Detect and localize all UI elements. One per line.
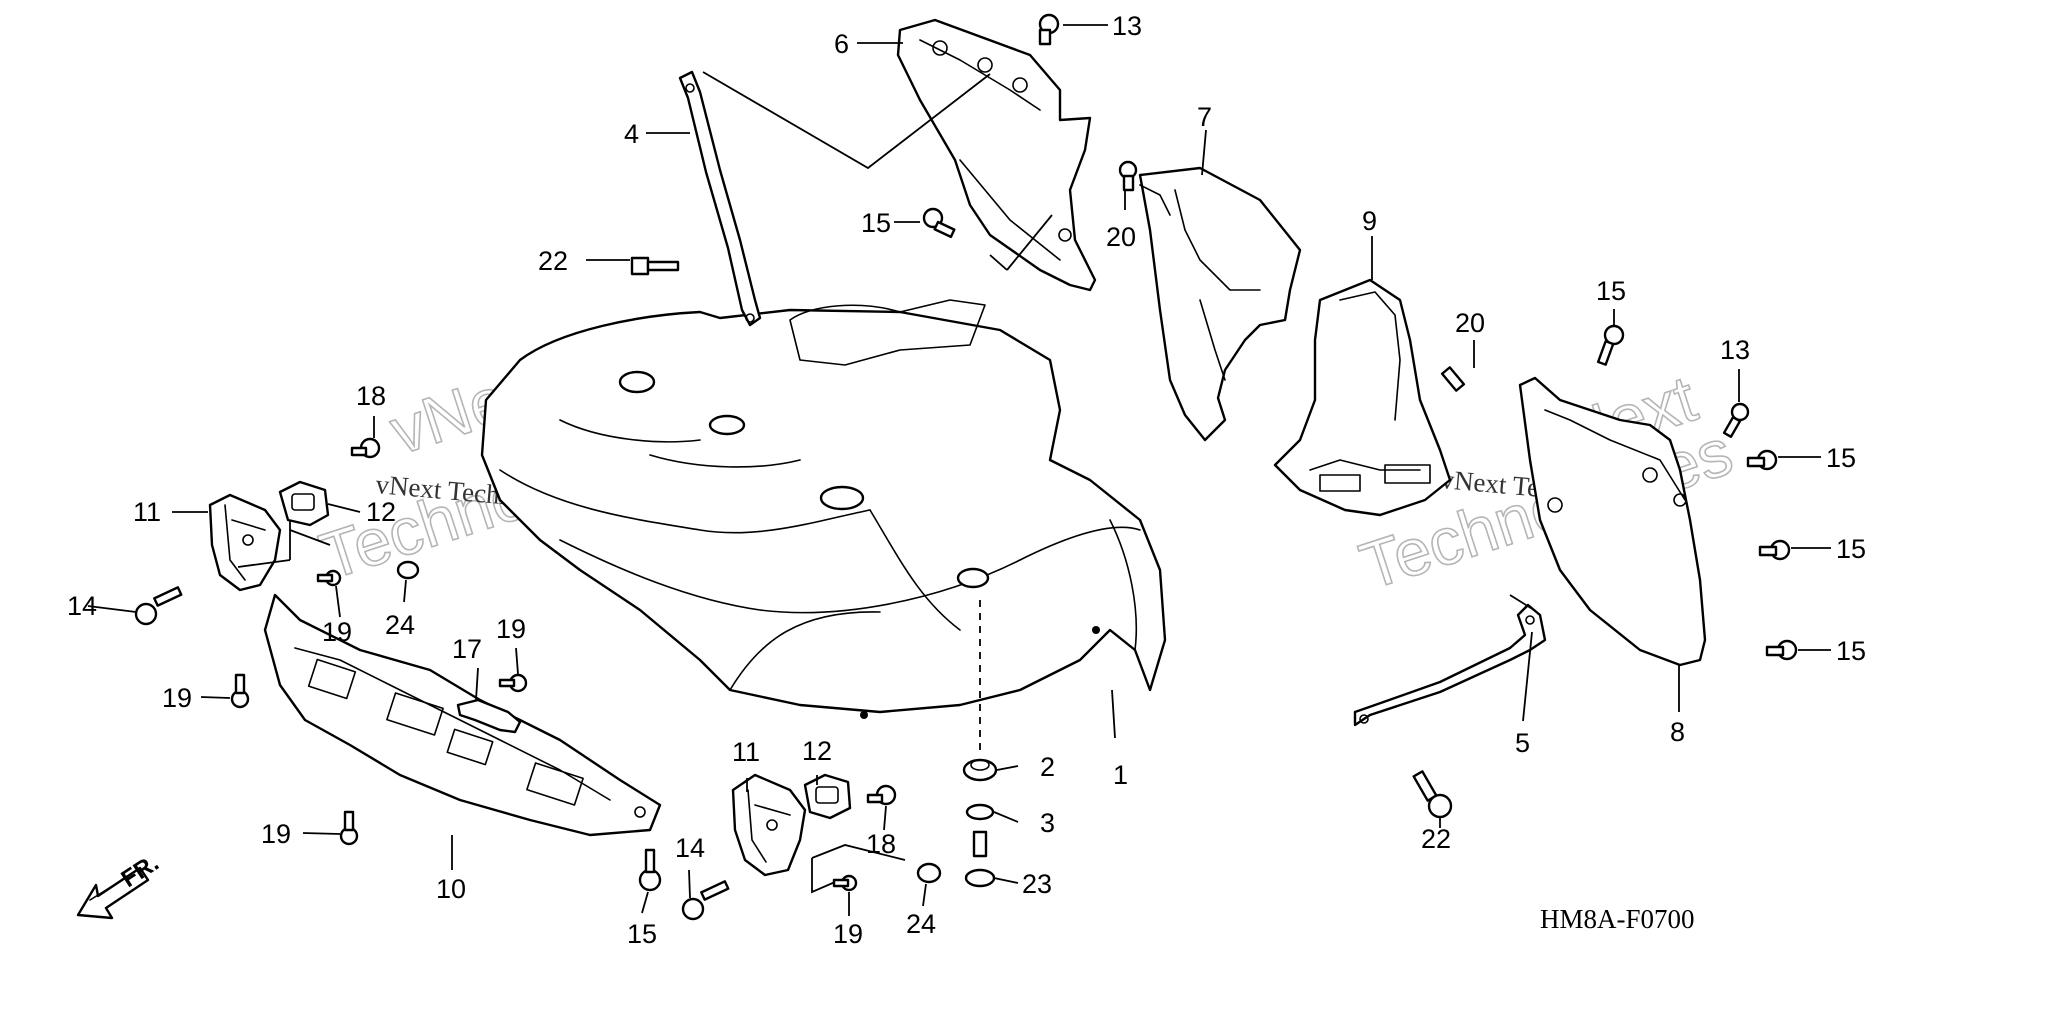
part-9-inner-shroud xyxy=(1273,278,1452,517)
callout-19-left-b: 19 xyxy=(162,683,192,713)
callout-10: 10 xyxy=(436,874,466,904)
callout-15-right-b: 15 xyxy=(1826,443,1856,473)
fastener-13-top xyxy=(1038,13,1060,46)
callout-3: 3 xyxy=(1040,808,1055,838)
fastener-15-right-a xyxy=(1596,324,1625,366)
callout-leaders xyxy=(87,24,1831,916)
callout-23: 23 xyxy=(1022,869,1052,899)
callout-13-top: 13 xyxy=(1112,11,1142,41)
fastener-15-right-c xyxy=(1758,539,1791,561)
callout-20-right: 20 xyxy=(1455,308,1485,338)
callout-11-lower: 11 xyxy=(732,737,760,767)
part-17-clip xyxy=(456,698,522,734)
callout-labels: 1 2 3 4 5 6 7 8 9 10 11 11 12 12 13 13 1… xyxy=(67,11,1866,949)
callout-12-lower: 12 xyxy=(802,736,832,766)
fastener-15-top xyxy=(922,207,956,239)
callout-11-left: 11 xyxy=(133,497,161,527)
callout-19-left-a: 19 xyxy=(322,617,352,647)
part-7-inner-panel xyxy=(1138,166,1302,442)
fastener-18-left xyxy=(350,437,381,459)
fastener-19-left-a xyxy=(316,569,342,587)
fastener-19-bottom-left xyxy=(339,810,359,846)
callout-24-lower: 24 xyxy=(906,909,936,939)
fastener-19-left-b xyxy=(230,673,250,709)
callout-8: 8 xyxy=(1670,717,1685,747)
fastener-14-lower xyxy=(681,880,730,921)
callout-17: 17 xyxy=(452,634,482,664)
part-1-front-fender xyxy=(480,299,1167,719)
fastener-22-bottom xyxy=(1412,770,1453,819)
part-8-right-cover xyxy=(1518,376,1707,667)
fastener-19-lower xyxy=(832,874,858,892)
fastener-22-top xyxy=(630,256,680,276)
callout-6: 6 xyxy=(834,29,849,59)
fastener-15-right-d xyxy=(1765,639,1798,661)
fastener-20-right xyxy=(1440,366,1466,392)
callout-5: 5 xyxy=(1515,728,1530,758)
fastener-14-left xyxy=(134,586,183,626)
fastener-24-lower xyxy=(916,862,942,884)
part-11-headlight-bracket-lower xyxy=(731,773,807,877)
callout-4: 4 xyxy=(624,119,639,149)
callout-22-bottom: 22 xyxy=(1421,824,1451,854)
fastener-19-mid xyxy=(498,673,528,693)
fastener-13-right xyxy=(1722,402,1750,438)
front-direction-arrow: FR. xyxy=(76,849,164,920)
callout-14-left: 14 xyxy=(67,591,97,621)
callout-14-lower: 14 xyxy=(675,833,705,863)
callout-18-lower: 18 xyxy=(866,829,896,859)
callout-2: 2 xyxy=(1040,752,1055,782)
callout-19-lower: 19 xyxy=(833,919,863,949)
assembly-lines xyxy=(237,71,1535,894)
callout-15-top: 15 xyxy=(861,208,891,238)
fastener-18-lower xyxy=(866,784,897,806)
diagram-code: HM8A-F0700 xyxy=(1540,904,1695,934)
fastener-20-top xyxy=(1118,160,1138,192)
part-12-mount-left xyxy=(278,480,330,527)
fastener-15-bottom xyxy=(638,848,662,892)
callout-19-mid: 19 xyxy=(496,614,526,644)
callout-15-right-c: 15 xyxy=(1836,534,1866,564)
callout-15-right-d: 15 xyxy=(1836,636,1866,666)
callout-20-top: 20 xyxy=(1106,222,1136,252)
callout-24-left: 24 xyxy=(385,610,415,640)
callout-13-right: 13 xyxy=(1720,335,1750,365)
part-3-collar xyxy=(965,803,995,821)
part-11-headlight-bracket-left xyxy=(208,493,282,592)
callout-1: 1 xyxy=(1113,760,1128,790)
part-2-grommet xyxy=(962,758,998,782)
part-23-bolt xyxy=(964,830,996,888)
part-5-stay-bracket xyxy=(1353,603,1547,727)
callout-19-bottom-left: 19 xyxy=(261,819,291,849)
callout-22-top: 22 xyxy=(538,246,568,276)
part-12-mount-lower xyxy=(803,773,852,820)
part-6-side-cover xyxy=(896,18,1097,292)
fastener-24-left xyxy=(396,560,420,580)
callout-15-bottom: 15 xyxy=(627,919,657,949)
callout-15-right-a: 15 xyxy=(1596,276,1626,306)
callout-18-left: 18 xyxy=(356,381,386,411)
fastener-15-right-b xyxy=(1746,449,1778,471)
callout-7: 7 xyxy=(1197,102,1212,132)
callout-9: 9 xyxy=(1362,206,1377,236)
callout-12-left: 12 xyxy=(366,497,396,527)
part-4-stay-bracket xyxy=(678,70,762,327)
